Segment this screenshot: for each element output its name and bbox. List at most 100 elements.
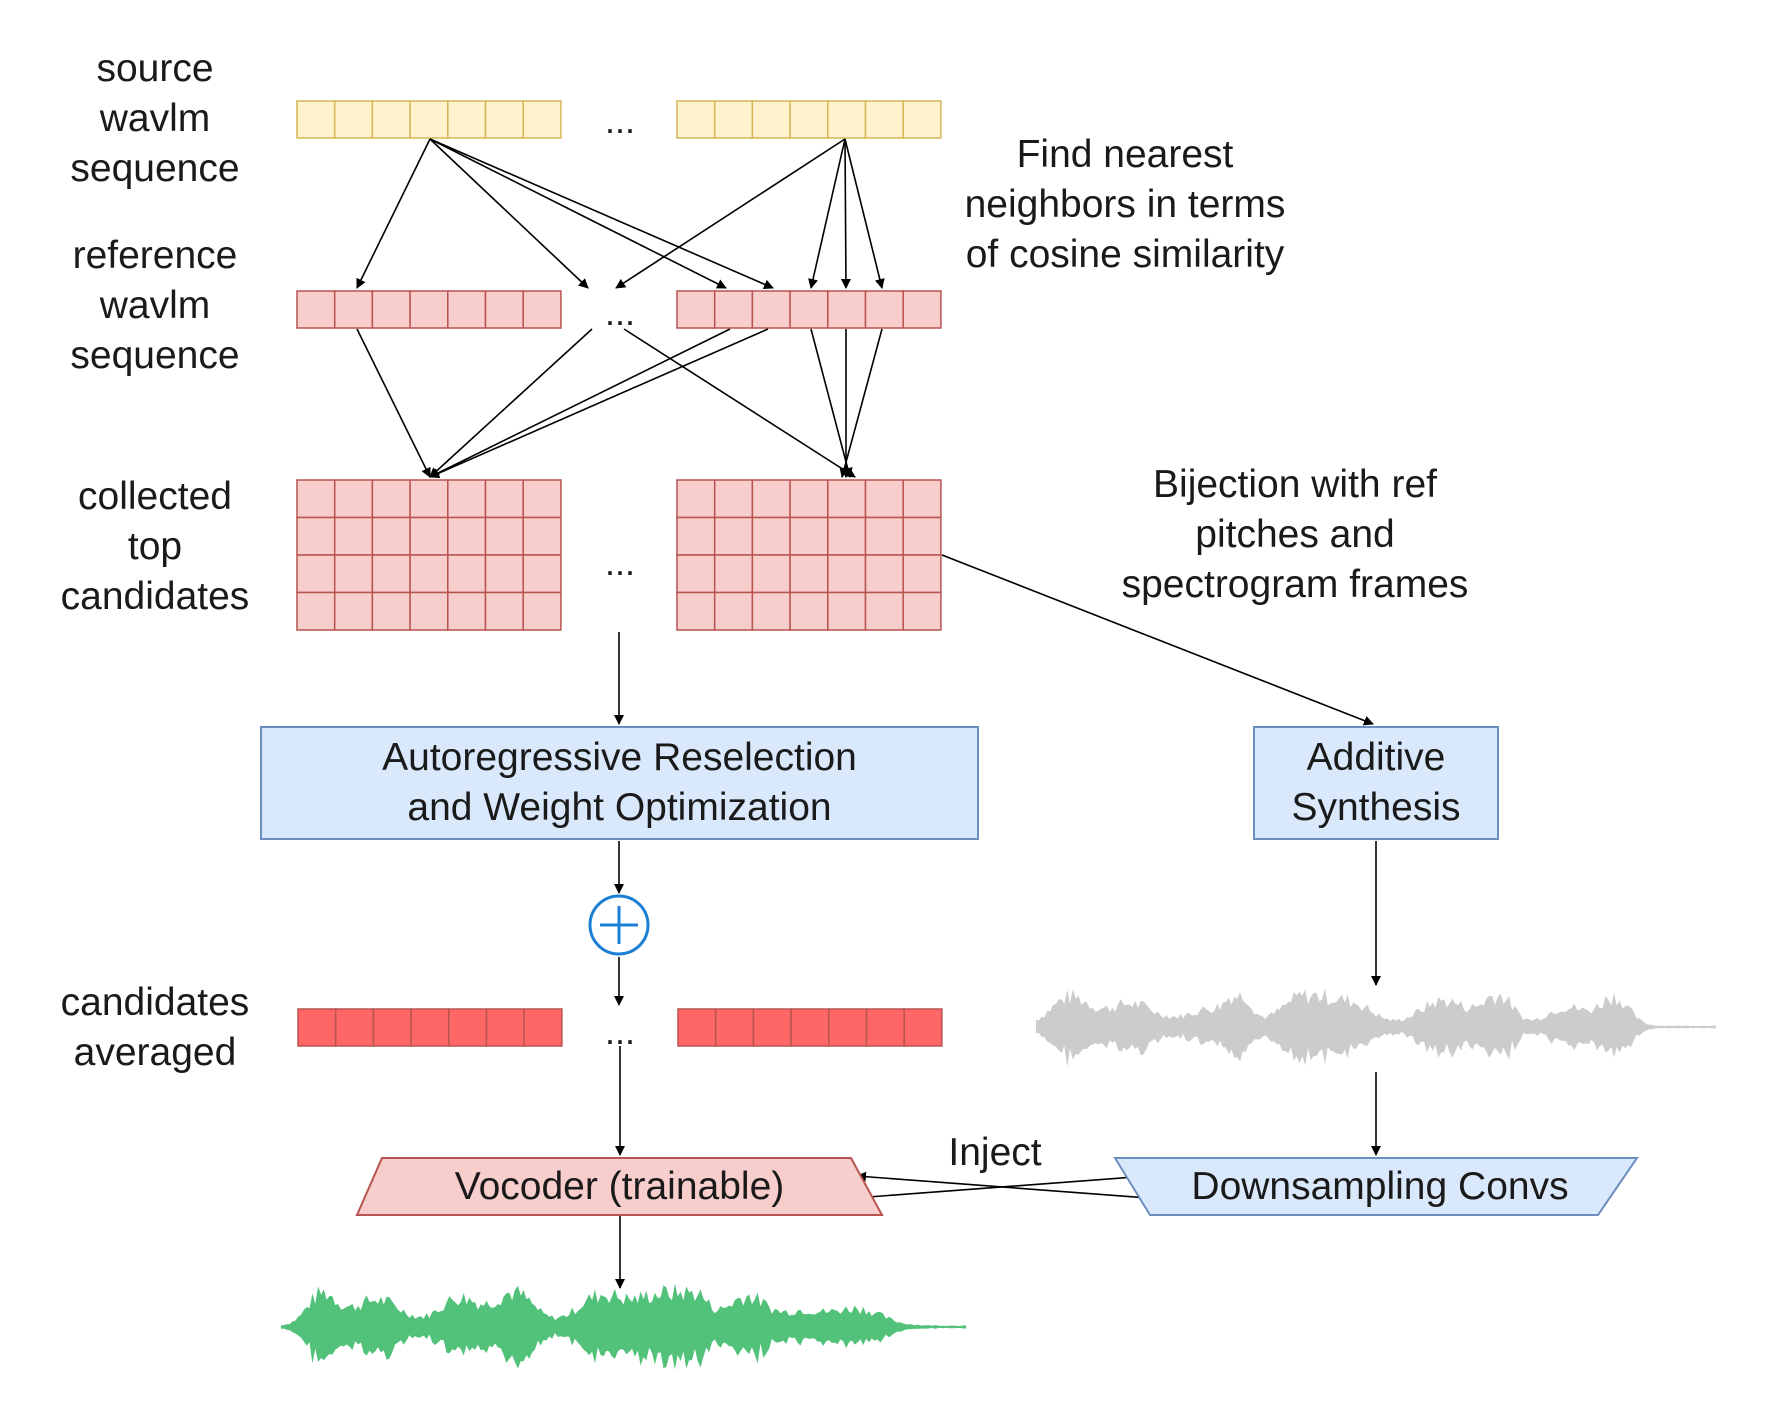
- flow-arrow: [810, 328, 853, 478]
- sequence-cell: [751, 290, 791, 329]
- sequence-cell: [409, 591, 449, 631]
- sequence-cell: [484, 290, 524, 329]
- sequence-cell: [828, 1008, 868, 1047]
- sequence-cell: [827, 100, 867, 139]
- source-audio-waveform: [1036, 988, 1716, 1068]
- sequence-cell: [713, 479, 754, 519]
- flow-arrow: [844, 138, 885, 289]
- sequence-cell: [484, 554, 524, 594]
- sequence-cell: [827, 479, 867, 519]
- sequence-cell: [372, 1008, 412, 1047]
- sequence-cell: [864, 100, 904, 139]
- sequence-cell: [371, 591, 411, 631]
- sequence-cell: [371, 479, 411, 519]
- sequence-cell: [789, 100, 829, 139]
- sequence-cell: [333, 591, 374, 631]
- sequence-cell: [409, 516, 449, 556]
- sequence-cell: [864, 554, 904, 594]
- candidate-grid-right: [676, 479, 942, 631]
- plus-circle-icon: [588, 894, 650, 956]
- sequence-cell: [333, 100, 374, 139]
- sequence-cell: [903, 1008, 943, 1047]
- sequence-cell: [902, 290, 942, 329]
- sequence-cell: [751, 100, 791, 139]
- sequence-cell: [713, 290, 754, 329]
- inject-label: Inject: [948, 1131, 1042, 1174]
- flow-arrow: [941, 554, 1374, 726]
- sequence-cell: [677, 1008, 717, 1047]
- sequence-cell: [676, 290, 716, 329]
- sequence-cell: [334, 1008, 375, 1047]
- sequence-cell: [864, 516, 904, 556]
- sequence-cell: [296, 100, 336, 139]
- source-strip-right: [676, 100, 942, 139]
- sequence-cell: [522, 516, 562, 556]
- flow-arrow: [429, 138, 589, 289]
- sequence-cell: [409, 100, 449, 139]
- flow-arrow: [429, 138, 727, 289]
- sequence-cell: [676, 554, 716, 594]
- vocoder-block-label: Vocoder (trainable): [454, 1165, 785, 1208]
- ellipsis-averaged: ...: [604, 1011, 635, 1052]
- sequence-cell: [789, 290, 829, 329]
- vocoder-block: [355, 1157, 884, 1216]
- sequence-cell: [676, 591, 716, 631]
- sequence-cell: [296, 516, 336, 556]
- flow-arrow: [356, 328, 431, 478]
- flow-arrow: [839, 328, 883, 478]
- sequence-cell: [409, 290, 449, 329]
- sequence-cell: [713, 516, 754, 556]
- flow-arrow: [429, 328, 593, 478]
- sequence-cell: [676, 479, 716, 519]
- flow-arrow: [840, 138, 851, 289]
- sequence-cell: [714, 1008, 755, 1047]
- sequence-cell: [296, 290, 336, 329]
- sequence-cell: [447, 516, 487, 556]
- sequence-cell: [522, 479, 562, 519]
- sequence-cell: [447, 479, 487, 519]
- ellipsis-source: ...: [604, 100, 635, 141]
- sequence-cell: [333, 290, 374, 329]
- sequence-cell: [484, 516, 524, 556]
- sequence-cell: [864, 591, 904, 631]
- sequence-cell: [902, 479, 942, 519]
- flow-arrow: [429, 138, 774, 290]
- sequence-cell: [447, 554, 487, 594]
- sequence-cell: [865, 1008, 905, 1047]
- averaged-strip-right: [677, 1008, 943, 1047]
- sequence-cell: [676, 516, 716, 556]
- ellipsis-collected: ...: [604, 542, 635, 583]
- sequence-cell: [789, 479, 829, 519]
- sequence-cell: [902, 554, 942, 594]
- collected-candidates-label: collected top candidates: [60, 475, 250, 618]
- sequence-cell: [751, 479, 791, 519]
- sequence-cell: [751, 591, 791, 631]
- sequence-cell: [864, 479, 904, 519]
- bijection-annotation: Bijection with ref pitches and spectrogr…: [1121, 463, 1469, 606]
- output-audio-waveform: [281, 1283, 966, 1370]
- sequence-cell: [371, 554, 411, 594]
- flow-arrow: [615, 138, 846, 289]
- reference-strip-right: [676, 290, 942, 329]
- sequence-cell: [371, 100, 411, 139]
- reference-sequence-label: reference wavlm sequence: [70, 234, 240, 377]
- sequence-cell: [522, 100, 562, 139]
- sequence-cell: [409, 479, 449, 519]
- sequence-cell: [447, 591, 487, 631]
- sequence-cell: [789, 554, 829, 594]
- sequence-cell: [522, 290, 562, 329]
- sequence-cell: [713, 554, 754, 594]
- sequence-cell: [484, 591, 524, 631]
- sequence-cell: [333, 479, 374, 519]
- ellipsis-reference: ...: [604, 292, 635, 333]
- sequence-cell: [790, 1008, 830, 1047]
- sequence-cell: [371, 516, 411, 556]
- sequence-cell: [447, 100, 487, 139]
- sequence-cell: [522, 591, 562, 631]
- sequence-cell: [827, 290, 867, 329]
- flow-arrow: [429, 328, 769, 478]
- candidate-grid-left: [296, 479, 562, 631]
- sequence-cell: [864, 290, 904, 329]
- sequence-cell: [448, 1008, 488, 1047]
